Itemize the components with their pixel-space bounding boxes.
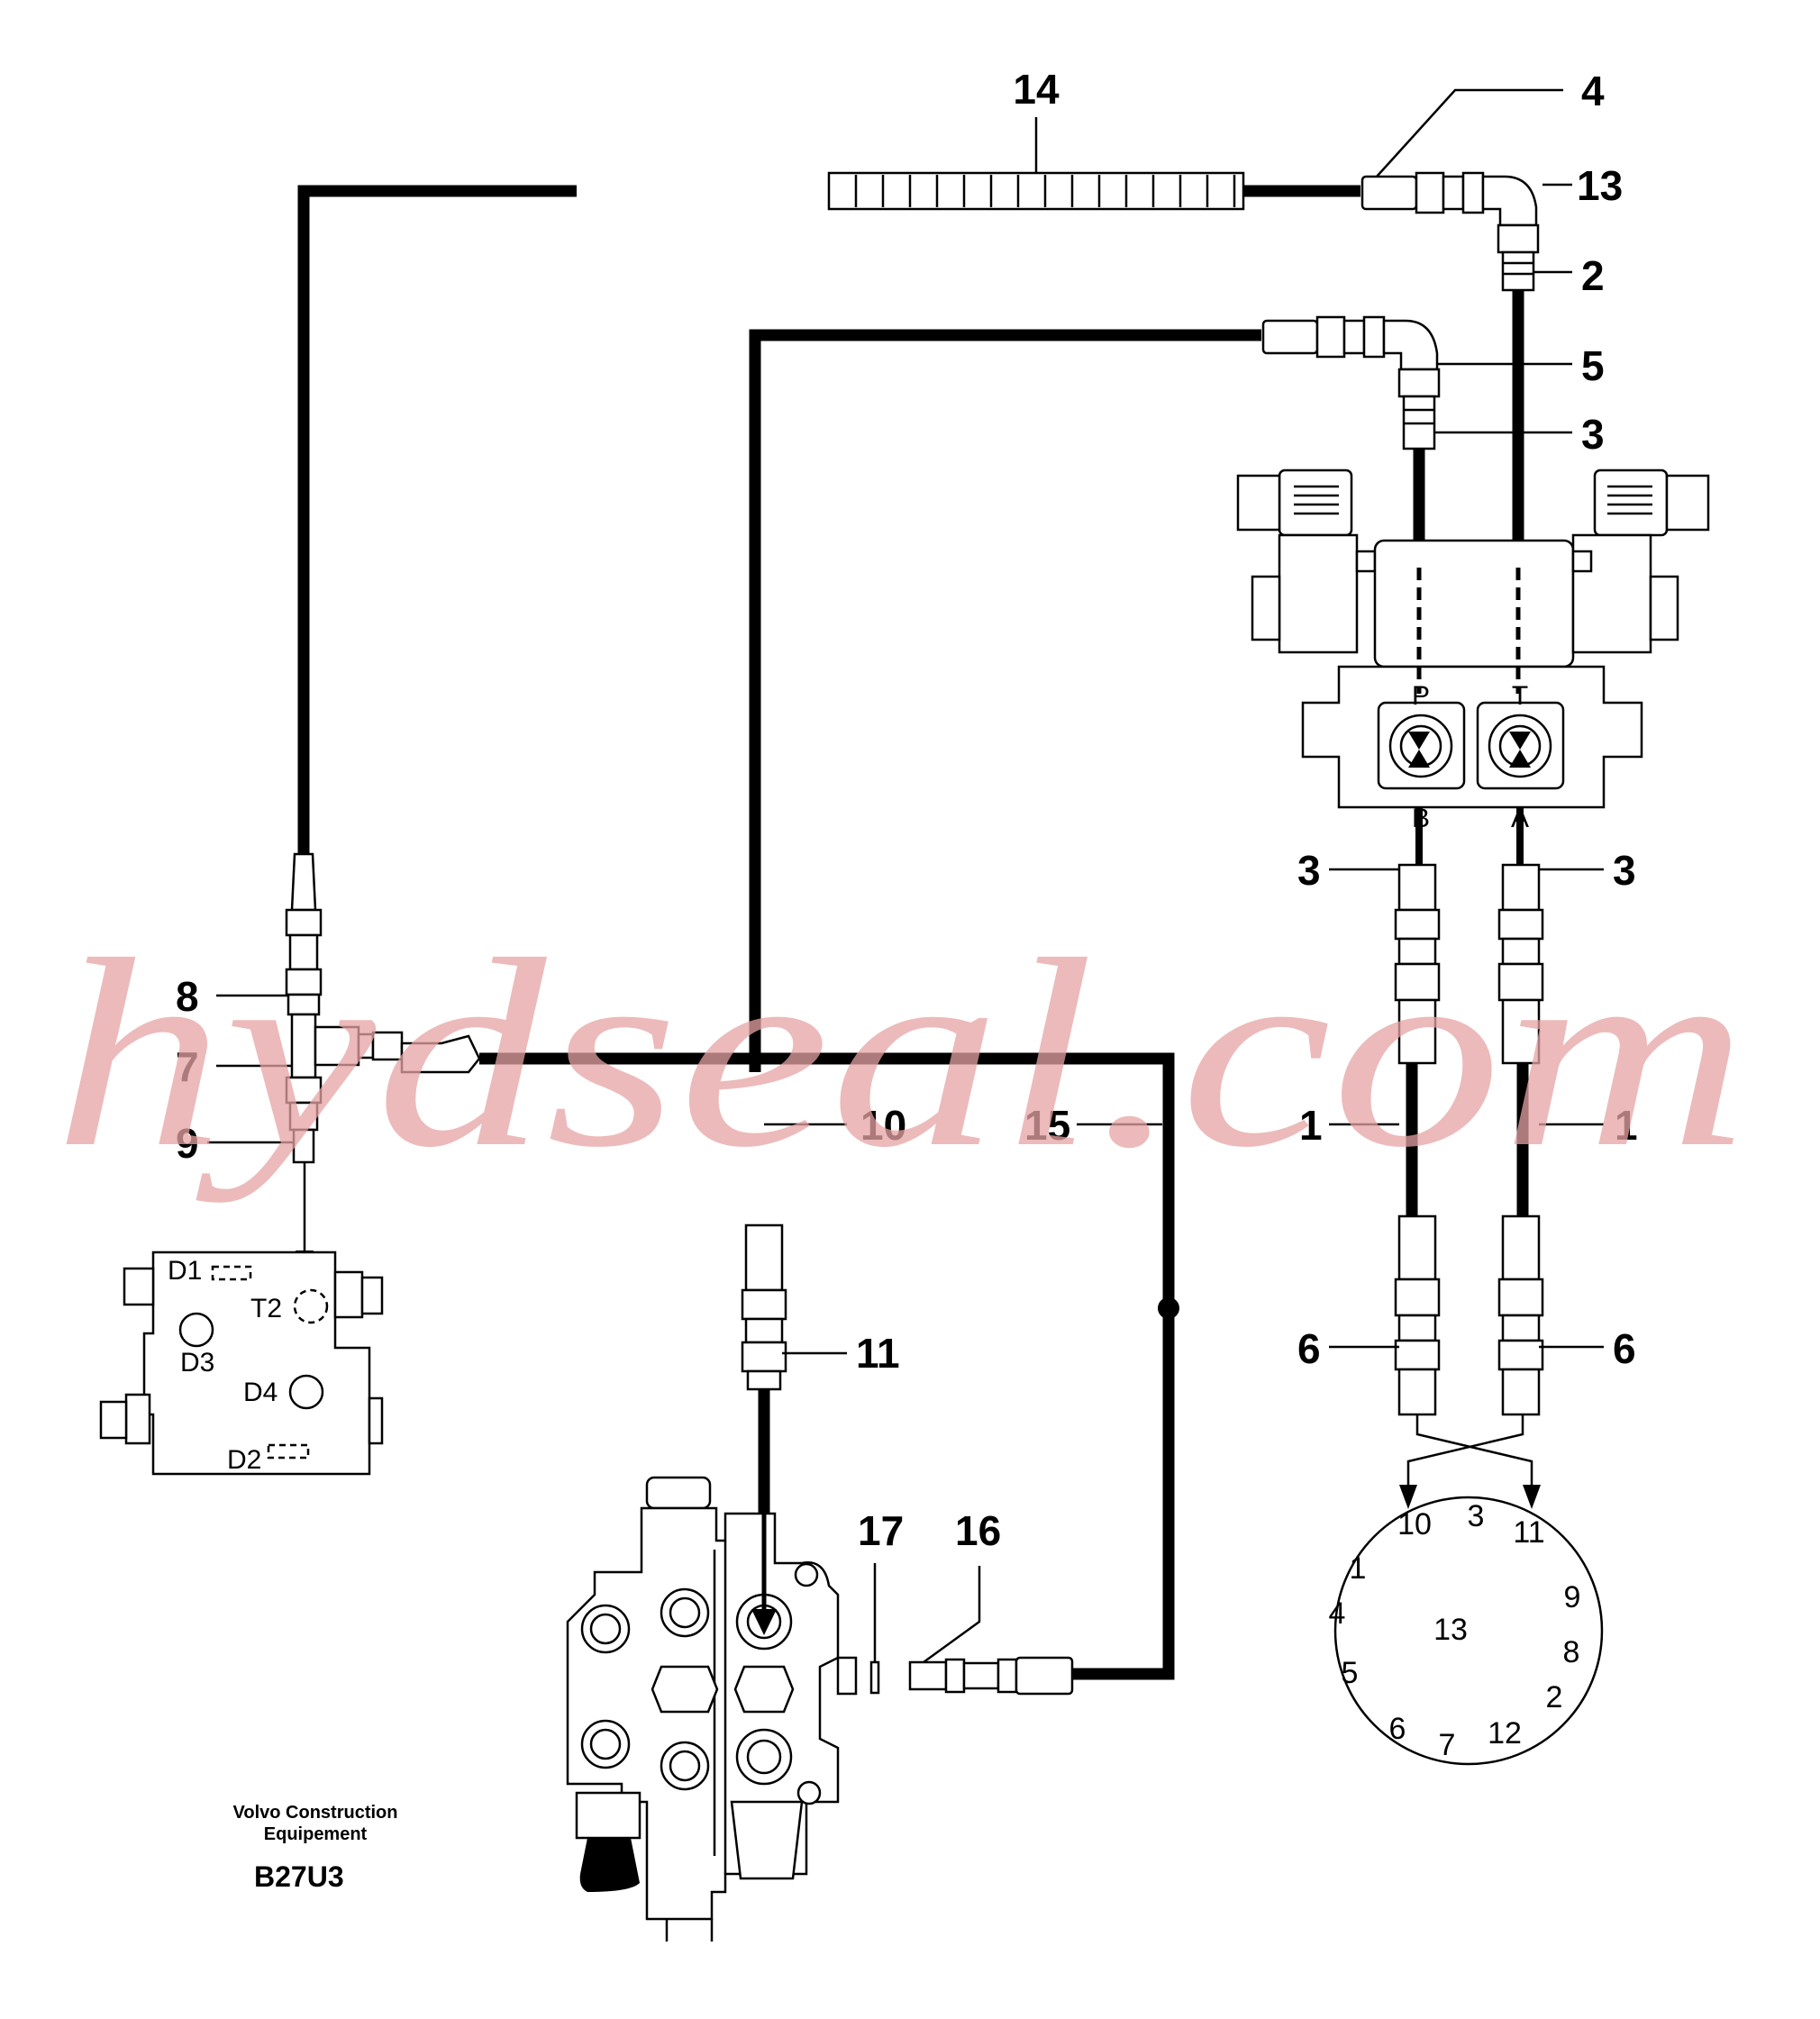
callout-9: 9 xyxy=(176,1120,199,1167)
callout-2: 2 xyxy=(1581,252,1605,299)
callout-1-left: 1 xyxy=(1299,1102,1323,1149)
hose-lines xyxy=(297,185,1529,1680)
rotary-connector xyxy=(1333,1496,1604,1766)
port-t: T xyxy=(1512,681,1528,711)
credit-line-1: Volvo Construction xyxy=(233,1803,398,1823)
hose-return-15 xyxy=(479,1052,1175,1680)
hose-end-11 xyxy=(741,1223,787,1391)
callout-15: 15 xyxy=(1024,1102,1070,1149)
port-b-fittings xyxy=(1394,863,1441,1416)
drawing-code: B27U3 xyxy=(254,1860,344,1893)
connector-pin-2: 2 xyxy=(1546,1680,1563,1714)
callout-11: 11 xyxy=(856,1330,900,1377)
port-d2: D2 xyxy=(227,1445,261,1475)
connector-pin-8: 8 xyxy=(1563,1635,1580,1669)
connector-pin-5: 5 xyxy=(1342,1656,1359,1690)
connector-pin-6: 6 xyxy=(1389,1712,1406,1746)
coupling-16 xyxy=(908,1656,1074,1696)
connector-pin-11: 11 xyxy=(1513,1515,1544,1550)
callout-5: 5 xyxy=(1581,342,1605,389)
port-b: B xyxy=(1412,804,1430,833)
hose-guard-14 xyxy=(827,171,1245,211)
valve-flow-arrows xyxy=(1408,568,1531,768)
callout-14: 14 xyxy=(1013,66,1060,113)
port-a-fittings xyxy=(1497,863,1544,1416)
callout-1-right: 1 xyxy=(1615,1102,1638,1149)
callout-3-left: 3 xyxy=(1297,847,1321,894)
callout-4: 4 xyxy=(1581,68,1605,114)
main-control-valve xyxy=(566,1476,858,1942)
control-valve-block xyxy=(99,1251,384,1476)
hose-middle-10 xyxy=(749,329,1261,1072)
callout-7: 7 xyxy=(176,1043,199,1090)
elbow-fitting-middle xyxy=(1261,315,1441,450)
connector-pin-10: 10 xyxy=(1397,1507,1432,1542)
hose-upper-left xyxy=(297,185,577,865)
solenoid-directional-valve xyxy=(1236,468,1710,809)
crossover-lines xyxy=(1399,1414,1541,1509)
callout-13: 13 xyxy=(1577,162,1623,209)
port-d3: D3 xyxy=(180,1348,214,1378)
port-a: A xyxy=(1511,804,1529,833)
leader-lines xyxy=(207,88,1604,1664)
port-labels: P T B A D1 T2 D3 D4 D2 xyxy=(168,681,1529,1475)
connector-pin-7: 7 xyxy=(1439,1728,1456,1762)
connector-pin-4: 4 xyxy=(1329,1596,1346,1631)
callout-3-right: 3 xyxy=(1613,847,1636,894)
connector-pin-12: 12 xyxy=(1488,1716,1522,1751)
callout-6-left: 6 xyxy=(1297,1325,1321,1372)
credit-line-2: Equipement xyxy=(264,1824,368,1844)
connector-pin-13: 13 xyxy=(1433,1613,1468,1647)
callout-labels: 14 4 13 2 5 3 3 3 8 7 9 10 15 1 1 6 6 11… xyxy=(176,66,1638,1554)
callout-3-top: 3 xyxy=(1581,411,1605,458)
plug-17 xyxy=(869,1660,880,1695)
callout-10: 10 xyxy=(860,1102,906,1149)
port-t2: T2 xyxy=(250,1294,282,1323)
callout-16: 16 xyxy=(955,1507,1001,1554)
port-d1: D1 xyxy=(168,1256,202,1286)
watermark-text: hydseal.com xyxy=(54,904,1748,1204)
callout-8: 8 xyxy=(176,973,199,1020)
elbow-fitting-top xyxy=(1360,171,1540,292)
port-d4: D4 xyxy=(243,1378,278,1407)
callout-17: 17 xyxy=(858,1507,904,1554)
tee-fitting-assembly xyxy=(285,852,481,1164)
connector-pin-1: 1 xyxy=(1350,1551,1367,1586)
port-p: P xyxy=(1412,681,1430,711)
callout-6-right: 6 xyxy=(1613,1325,1636,1372)
junction-dot xyxy=(1158,1297,1179,1319)
connector-pin-3: 3 xyxy=(1468,1499,1485,1533)
connector-pin-9: 9 xyxy=(1564,1580,1581,1614)
